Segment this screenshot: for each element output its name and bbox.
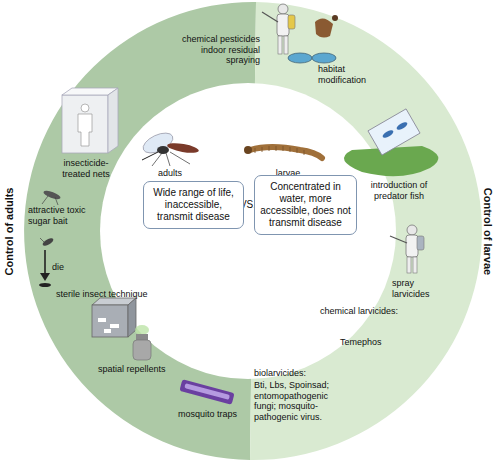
bait-mosquito (39, 189, 61, 287)
box-text: Concentrated in water, more accessible, … (260, 181, 351, 229)
sterile-cage (92, 298, 136, 337)
comparison-box: Concentrated in water, more accessible, … (254, 175, 357, 235)
section-title: Control of larvae (481, 166, 494, 296)
section-title: Control of adults (3, 166, 16, 296)
inner-circle (100, 83, 396, 379)
mosquito (140, 129, 199, 166)
label-text: spatial repellents (98, 364, 178, 375)
repellent-bottle (133, 325, 151, 360)
label-text: chemical pesticides indoor residual spra… (174, 34, 260, 66)
label-text: insecticide-treated nets (54, 158, 118, 179)
sprayer-figure (262, 4, 295, 54)
label-text: spray larvicides (392, 278, 442, 299)
label-text: sterile insect technique (56, 289, 176, 300)
label-text: attractive toxic sugar bait (28, 205, 102, 226)
comparison-box: Wide range of life, inaccessible, transm… (143, 181, 244, 229)
label-text: introduction of predator fish (364, 180, 434, 201)
label-text: chemical larvicides: (320, 306, 420, 317)
mosquito-trap (179, 379, 234, 405)
label-text: Temephos (340, 337, 410, 348)
box-text: Wide range of life, inaccessible, transm… (149, 187, 238, 223)
label-text: adults (148, 168, 192, 179)
label-text: mosquito traps (178, 409, 258, 420)
fish-pond (344, 109, 438, 176)
label-text: biolarvicides: (254, 368, 344, 379)
larvicide-sprayer (390, 225, 424, 273)
label-text: Bti, Lbs, Spoinsad; entomopathogenic fun… (254, 380, 350, 422)
habitat-bowls (288, 15, 338, 63)
label-text: habitat modification (318, 64, 378, 85)
larva (244, 146, 322, 158)
label-text: die (52, 262, 76, 273)
bed-net (62, 88, 118, 153)
